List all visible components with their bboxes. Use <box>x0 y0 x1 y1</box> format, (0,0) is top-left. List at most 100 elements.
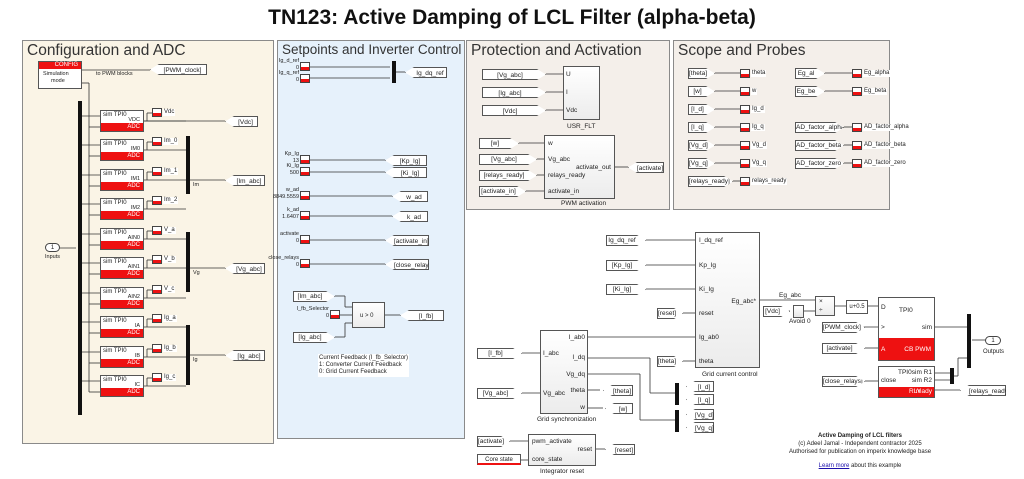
from-tag[interactable]: [I_d] <box>688 104 715 115</box>
goto-i-fb[interactable]: [I_fb] <box>400 310 444 321</box>
goto-i-q[interactable]: [I_q] <box>686 394 714 405</box>
from-tag[interactable]: [relays_ready] <box>688 176 733 187</box>
goto-vdc[interactable]: [Vdc] <box>225 116 258 127</box>
scope-icon[interactable] <box>740 159 750 168</box>
from-i-fb[interactable]: [I_fb] <box>477 348 522 359</box>
from-vg-abc-prot[interactable]: [Vg_abc] <box>482 69 546 80</box>
goto-ig-abc[interactable]: [Ig_abc] <box>225 350 265 361</box>
constant-icon[interactable] <box>330 310 340 319</box>
goto-activate[interactable]: [activate] <box>628 162 664 173</box>
goto-kp-ig[interactable]: [Kp_Ig] <box>385 155 427 166</box>
scope-icon[interactable] <box>740 69 750 78</box>
from-tag[interactable]: [w] <box>688 86 715 97</box>
from-close-relays[interactable]: [close_relays] <box>822 376 865 387</box>
config-block[interactable]: CONFIG Simulation mode <box>38 61 82 89</box>
from-tag[interactable]: [w] <box>479 138 519 149</box>
learn-more-link[interactable]: Learn more <box>818 463 850 469</box>
goto-ki-ig[interactable]: [Ki_Ig] <box>385 167 427 178</box>
from-vdc-prot[interactable]: [Vdc] <box>482 105 546 116</box>
grid-current-control-block[interactable]: I_dq_ref Kp_Ig Ki_Ig reset Ig_ab0 theta … <box>695 232 760 368</box>
cb-pwm-block[interactable]: TPI0 D > sim A CB PWM <box>878 297 935 361</box>
scope-icon[interactable] <box>152 167 162 176</box>
goto-w[interactable]: [w] <box>605 403 633 414</box>
scope-icon[interactable] <box>152 137 162 146</box>
goto-w-ad[interactable]: w_ad <box>392 191 428 202</box>
from-tag[interactable]: Eg_be <box>795 86 825 97</box>
from-tag[interactable]: [reset] <box>657 308 683 319</box>
goto-vg-d[interactable]: [Vg_d] <box>686 409 714 420</box>
pwm-activation-block[interactable]: w Vg_abc relays_ready activate_in activa… <box>544 135 615 199</box>
goto-im-abc[interactable]: [Im_abc] <box>225 175 265 186</box>
from-pwm-clock[interactable]: [PWM_clock] <box>822 322 865 333</box>
scope-icon[interactable] <box>740 123 750 132</box>
from-activate-pwm[interactable]: [activate] <box>822 343 865 354</box>
scope-icon[interactable] <box>152 108 162 117</box>
feedback-switch[interactable]: u > 0 <box>352 302 385 328</box>
goto-ig-dq-ref[interactable]: Ig_dq_ref <box>405 67 447 78</box>
scope-icon[interactable] <box>852 69 862 78</box>
scope-icon[interactable] <box>152 344 162 353</box>
goto-close-relays[interactable]: [close_relays] <box>385 259 429 270</box>
constant-icon[interactable] <box>300 155 310 164</box>
scope-icon[interactable] <box>852 87 862 96</box>
from-vdc-ctrl[interactable]: [Vdc] <box>763 306 790 317</box>
scope-icon[interactable] <box>152 196 162 205</box>
grid-sync-block[interactable]: I_abc Vg_abc I_ab0 I_dq Vg_dq theta w <box>540 330 588 414</box>
divide-block[interactable]: × ÷ <box>815 296 835 316</box>
step-icon[interactable] <box>300 259 310 268</box>
goto-i-d[interactable]: [I_d] <box>686 381 714 392</box>
scope-icon[interactable] <box>152 255 162 264</box>
goto-reset[interactable]: [reset] <box>605 444 635 455</box>
from-tag[interactable]: [activate_in] <box>479 186 526 197</box>
from-tag[interactable]: [I_q] <box>688 122 715 133</box>
from-ig-abc-prot[interactable]: [Ig_abc] <box>482 87 546 98</box>
scope-icon[interactable] <box>152 373 162 382</box>
from-tag[interactable]: [Ki_Ig] <box>606 284 646 295</box>
goto-relays-ready[interactable]: [relays_ready] <box>960 385 1006 396</box>
goto-vg-abc[interactable]: [Vg_abc] <box>225 263 265 274</box>
scope-icon[interactable] <box>852 159 862 168</box>
from-ig-abc[interactable]: [Ig_abc] <box>293 332 335 343</box>
scope-icon[interactable] <box>852 141 862 150</box>
avoid0-block[interactable] <box>793 305 804 318</box>
from-im-abc[interactable]: [Im_abc] <box>293 291 335 302</box>
step-icon[interactable] <box>300 235 310 244</box>
from-tag[interactable]: AD_factor_zero <box>795 158 844 169</box>
goto-activate-in[interactable]: [activate_in] <box>385 235 429 246</box>
scope-icon[interactable] <box>740 87 750 96</box>
scope-icon[interactable] <box>152 314 162 323</box>
from-vg-abc-sync[interactable]: [Vg_abc] <box>477 388 522 399</box>
from-tag[interactable]: [theta] <box>657 356 683 367</box>
scope-icon[interactable] <box>152 226 162 235</box>
goto-theta[interactable]: [theta] <box>603 385 633 396</box>
from-tag[interactable]: AD_factor_beta <box>795 140 844 151</box>
inport-inputs[interactable]: 1 <box>45 243 60 252</box>
bias-block[interactable]: u+0.5 <box>846 300 868 314</box>
from-tag[interactable]: Ig_dq_ref <box>606 235 646 246</box>
step-icon[interactable] <box>300 62 310 71</box>
scope-icon[interactable] <box>740 177 750 186</box>
from-activate-reset[interactable]: [activate] <box>477 436 510 447</box>
integrator-reset-block[interactable]: pwm_activate core_state reset <box>528 434 596 466</box>
from-tag[interactable]: AD_factor_alpha <box>796 124 845 131</box>
from-tag[interactable]: [Kp_Ig] <box>606 260 646 271</box>
outport-outputs[interactable]: 1 <box>985 336 1001 345</box>
rly-block[interactable]: TPI0 sim R1 sim R2 close RLY ready <box>878 366 935 398</box>
core-state-block[interactable]: Core state <box>477 454 521 465</box>
from-tag[interactable]: Eg_al <box>795 68 825 79</box>
from-tag[interactable]: [Vg_q] <box>688 158 715 169</box>
goto-vg-q[interactable]: [Vg_q] <box>686 422 714 433</box>
scope-icon[interactable] <box>152 285 162 294</box>
constant-icon[interactable] <box>300 167 310 176</box>
step-icon[interactable] <box>300 74 310 83</box>
scope-icon[interactable] <box>852 123 862 132</box>
from-tag[interactable]: [theta] <box>688 68 715 79</box>
